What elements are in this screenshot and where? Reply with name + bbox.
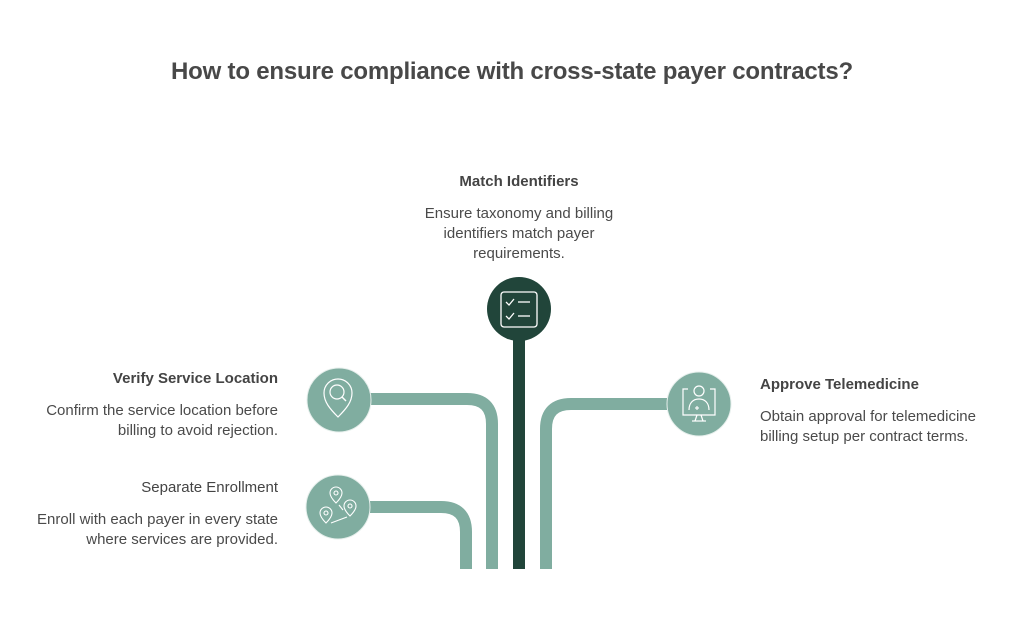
connector-match-identifiers — [513, 335, 525, 569]
connector-telemedicine — [540, 398, 672, 569]
connector-separate-enrollment — [368, 501, 472, 569]
step-description: Obtain approval for telemedicine billing… — [760, 408, 976, 445]
step-match-identifiers: Match Identifiers Ensure taxonomy and bi… — [399, 173, 639, 264]
location-search-icon — [306, 367, 372, 433]
step-title: Separate Enrollment — [141, 479, 278, 496]
telemedicine-monitor-icon — [666, 371, 732, 437]
step-title: Approve Telemedicine — [760, 376, 919, 393]
page-title: How to ensure compliance with cross-stat… — [171, 58, 853, 85]
checklist-icon — [487, 277, 551, 341]
step-description: Enroll with each payer in every state wh… — [37, 511, 278, 548]
step-title: Match Identifiers — [459, 173, 579, 190]
step-verify-service-location: Verify Service Location Confirm the serv… — [18, 370, 278, 441]
step-description: Ensure taxonomy and billing identifiers … — [424, 205, 614, 262]
step-approve-telemedicine: Approve Telemedicine Obtain approval for… — [760, 376, 1010, 447]
step-title: Verify Service Location — [112, 370, 278, 387]
connector-verify-location — [368, 393, 498, 569]
step-description: Confirm the service location before bill… — [46, 402, 278, 439]
multiple-locations-icon — [305, 474, 371, 540]
step-separate-enrollment: Separate Enrollment Enroll with each pay… — [18, 479, 278, 550]
